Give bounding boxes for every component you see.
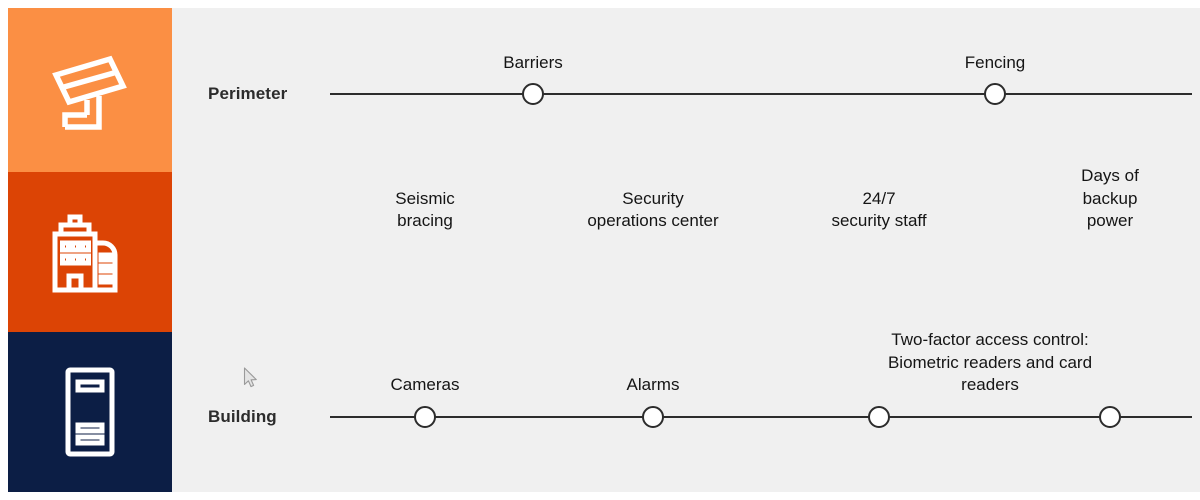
timeline-node[interactable] [868, 406, 890, 428]
icon-band-computer-room [8, 332, 172, 492]
icon-band-perimeter [8, 8, 172, 172]
timeline-node-label: Fencing [964, 53, 1026, 73]
timeline-node-label: Cameras [390, 375, 460, 395]
timeline-node-label: Days of backup power [1081, 166, 1139, 231]
timeline-panel: Perimeter Barriers Fencing Building Seis… [172, 8, 1200, 492]
axis-line-building [330, 416, 1192, 418]
timeline-node-label: Alarms [626, 375, 680, 395]
row-label-building: Building [208, 407, 277, 426]
timeline-node-label: Seismic bracing [395, 188, 455, 231]
axis-line-perimeter [330, 93, 1192, 95]
timeline-node[interactable] [984, 83, 1006, 105]
timeline-node-label: Security operations center [587, 188, 719, 231]
security-camera-icon [47, 47, 133, 133]
timeline-node-label: Two-factor access control: Biometric rea… [887, 330, 1093, 395]
icon-column [8, 8, 172, 492]
office-building-icon [50, 210, 130, 294]
timeline-node-label: 24/7 security staff [831, 188, 927, 231]
timeline-node-label: Barriers [503, 53, 563, 73]
timeline-row-building: Building Seismic bracing Security operat… [172, 166, 1200, 428]
timeline-node[interactable] [642, 406, 664, 428]
timeline-node[interactable] [522, 83, 544, 105]
timeline-node[interactable] [414, 406, 436, 428]
icon-band-building [8, 172, 172, 332]
timeline-row-perimeter: Perimeter Barriers Fencing [172, 8, 1200, 172]
timeline-node[interactable] [1099, 406, 1121, 428]
server-tower-icon [61, 365, 119, 459]
row-label-perimeter: Perimeter [208, 84, 288, 103]
timeline-row-computer-room: Computer room Cameras Alarms Two-factor … [172, 330, 1200, 492]
